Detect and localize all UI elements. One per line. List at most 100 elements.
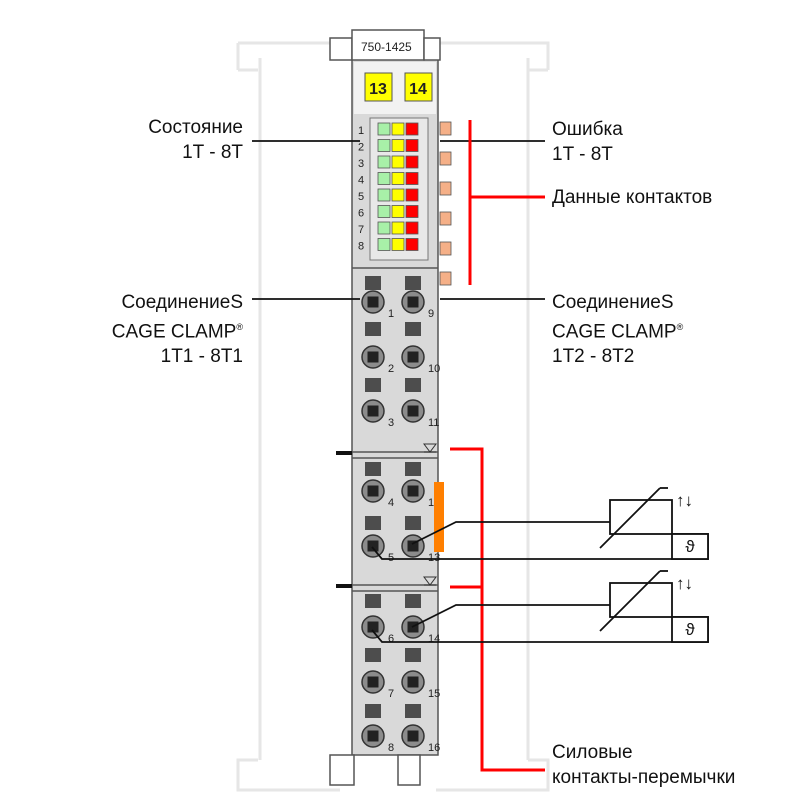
led-status-green <box>377 139 391 152</box>
connection-left-line3: 1T1 - 8T1 <box>160 346 243 368</box>
clamp-slot <box>365 704 381 718</box>
led-status-yellow <box>391 238 405 251</box>
led-status-yellow <box>391 221 405 235</box>
led-number: 6 <box>358 208 364 220</box>
terminal-number: 11 <box>428 417 439 429</box>
terminal-number: 8 <box>388 742 394 754</box>
data-contact <box>439 121 452 136</box>
clamp-slot <box>365 378 381 392</box>
led-error-red <box>405 205 419 218</box>
sensor-2 <box>371 570 709 643</box>
led-error-red <box>405 188 419 202</box>
status-label: Состояние 1T - 8T <box>148 115 243 165</box>
led-number: 8 <box>358 241 364 253</box>
led-number: 7 <box>358 224 364 236</box>
led-error-red <box>405 155 419 169</box>
led-error-red <box>405 221 419 235</box>
clamp-screw <box>367 296 379 308</box>
connection-right-line2: CAGE CLAMP® <box>552 321 684 343</box>
marker-13-label: 13 <box>369 81 387 98</box>
bidirectional-arrows: ↑↓ <box>676 574 693 593</box>
clamp-slot <box>405 516 421 530</box>
connection-right-line3: 1T2 - 8T2 <box>552 346 635 368</box>
clamp-slot <box>365 594 381 608</box>
led-number: 5 <box>358 191 364 203</box>
jumper-orange <box>434 482 444 552</box>
led-error-red <box>405 238 419 251</box>
terminal-number: 14 <box>428 633 440 645</box>
clamp-screw <box>407 296 419 308</box>
error-label-line2: 1T - 8T <box>552 144 613 165</box>
connection-right-label: СоединениеS CAGE CLAMP® 1T2 - 8T2 <box>552 290 683 369</box>
connection-left-line2: CAGE CLAMP® <box>111 321 243 343</box>
terminal-number: 13 <box>428 552 440 564</box>
clamp-screw <box>407 351 419 363</box>
terminal-number: 9 <box>428 308 434 320</box>
led-status-green <box>377 221 391 235</box>
clamp-screw <box>407 676 419 688</box>
terminal-clamps: 19210311412513614715816 <box>361 276 440 754</box>
data-contact <box>439 241 452 256</box>
sensor-1 <box>371 487 709 560</box>
clamp-slot <box>365 648 381 662</box>
clamp-slot <box>365 462 381 476</box>
led-number: 3 <box>358 158 364 170</box>
terminal-number: 2 <box>388 363 394 375</box>
terminal-number: 7 <box>388 688 394 700</box>
marker-14: 14 <box>404 72 433 102</box>
clamp-screw <box>367 676 379 688</box>
error-label: Ошибка 1T - 8T <box>552 117 623 167</box>
marker-13: 13 <box>364 72 393 102</box>
clamp-screw <box>367 730 379 742</box>
clamp-slot <box>365 516 381 530</box>
clamp-screw <box>367 540 379 552</box>
part-number: 750-1425 <box>361 40 412 54</box>
led-status-yellow <box>391 172 405 185</box>
status-label-line2: 1T - 8T <box>182 142 243 163</box>
din-rail-outline <box>236 41 550 792</box>
connection-right-line1: СоединениеS <box>552 292 674 313</box>
data-contact <box>439 271 452 286</box>
power-jumper-line2: контакты-перемычки <box>552 767 736 788</box>
leader-lines <box>252 140 545 300</box>
terminal-number: 3 <box>388 417 394 429</box>
terminal-number: 1 <box>388 308 394 320</box>
clamp-slot <box>365 276 381 290</box>
led-number: 4 <box>358 175 364 187</box>
led-status-green <box>377 188 391 202</box>
terminal-number: 5 <box>388 552 394 564</box>
clamp-screw <box>367 405 379 417</box>
led-number: 1 <box>358 125 364 137</box>
clamp-slot <box>405 276 421 290</box>
led-status-green <box>377 238 391 251</box>
clamp-slot <box>365 322 381 336</box>
led-status-green <box>377 172 391 185</box>
led-status-yellow <box>391 155 405 169</box>
led-status-yellow <box>391 139 405 152</box>
led-error-red <box>405 172 419 185</box>
section-ticks <box>336 451 352 588</box>
terminal-number: 10 <box>428 363 440 375</box>
clamp-screw <box>367 351 379 363</box>
power-contact-markers <box>423 443 437 586</box>
clamp-screw <box>367 485 379 497</box>
clamp-slot <box>405 704 421 718</box>
terminal-number: 15 <box>428 688 440 700</box>
led-error-red <box>405 139 419 152</box>
clamp-screw <box>407 485 419 497</box>
clamp-slot <box>405 378 421 392</box>
data-contact <box>439 211 452 226</box>
terminal-number: 4 <box>388 497 394 509</box>
clamp-screw <box>367 621 379 633</box>
terminal-number: 16 <box>428 742 440 754</box>
clamp-slot <box>405 462 421 476</box>
clamp-slot <box>405 594 421 608</box>
bidirectional-arrows: ↑↓ <box>676 491 693 510</box>
clamp-screw <box>407 730 419 742</box>
led-status-yellow <box>391 122 405 136</box>
status-label-line1: Состояние <box>148 117 243 138</box>
led-error-red <box>405 122 419 136</box>
red-leaders <box>450 120 545 772</box>
